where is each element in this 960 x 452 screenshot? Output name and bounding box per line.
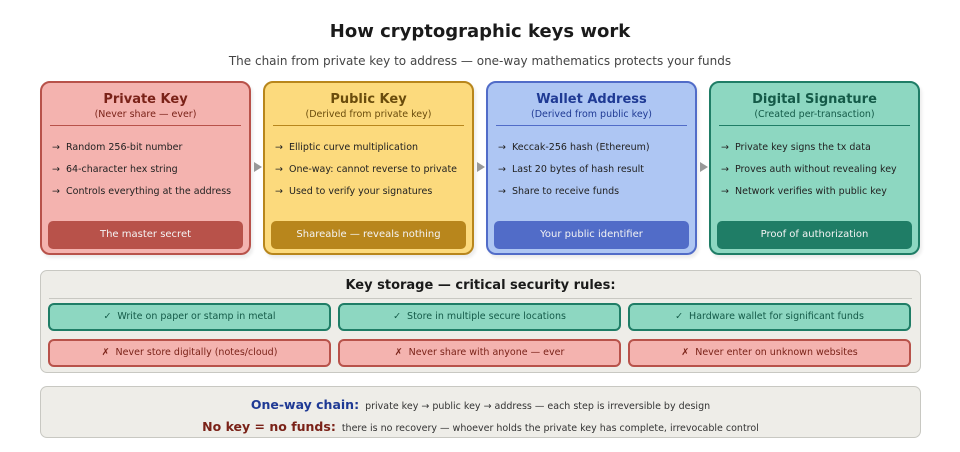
arrow-right-icon: → <box>721 164 729 175</box>
list-item: →Random 256-bit number <box>52 137 245 159</box>
note-text: private key → public key → address — eac… <box>365 401 711 412</box>
no-key-no-funds-note: No key = no funds: there is no recovery —… <box>41 416 920 435</box>
card-title: Wallet Address <box>536 92 647 107</box>
cross-icon: ✗ <box>394 347 403 358</box>
do-rule: ✓Write on paper or stamp in metal <box>48 303 331 331</box>
flow-arrow-icon <box>254 162 262 172</box>
card-title: Digital Signature <box>752 92 877 107</box>
card-subtitle: (Never share — ever) <box>94 109 197 120</box>
arrow-right-icon: → <box>721 186 729 197</box>
list-item: →One-way: cannot reverse to private <box>275 159 468 181</box>
card-items: →Random 256-bit number →64-character hex… <box>52 137 245 203</box>
digital-signature-card: Digital Signature (Created per-transacti… <box>709 81 920 255</box>
note-label: No key = no funds: <box>202 419 336 434</box>
cross-icon: ✗ <box>681 347 690 358</box>
dont-rule: ✗Never store digitally (notes/cloud) <box>48 339 331 367</box>
arrow-right-icon: → <box>52 164 60 175</box>
dont-rule: ✗Never enter on unknown websites <box>628 339 911 367</box>
arrow-right-icon: → <box>721 142 729 153</box>
cross-icon: ✗ <box>101 347 110 358</box>
arrow-right-icon: → <box>275 142 283 153</box>
check-icon: ✓ <box>103 311 112 322</box>
do-rule: ✓Store in multiple secure locations <box>338 303 621 331</box>
page-title: How cryptographic keys work <box>329 21 631 42</box>
list-item: →Controls everything at the address <box>52 181 245 203</box>
arrow-right-icon: → <box>498 164 506 175</box>
card-footer-badge: The master secret <box>48 221 243 249</box>
wallet-address-card: Wallet Address (Derived from public key)… <box>486 81 697 255</box>
flow-arrow-icon <box>477 162 485 172</box>
flow-arrow-icon <box>700 162 708 172</box>
card-items: →Private key signs the tx data →Proves a… <box>721 137 914 203</box>
list-item: →Elliptic curve multiplication <box>275 137 468 159</box>
card-subtitle: (Derived from public key) <box>531 109 652 120</box>
list-item: →64-character hex string <box>52 159 245 181</box>
list-item: →Used to verify your signatures <box>275 181 468 203</box>
card-footer-badge: Your public identifier <box>494 221 689 249</box>
dont-rule: ✗Never share with anyone — ever <box>338 339 621 367</box>
arrow-right-icon: → <box>275 164 283 175</box>
page-subtitle: The chain from private key to address — … <box>228 54 732 68</box>
key-storage-panel: Key storage — critical security rules: ✓… <box>40 270 921 373</box>
arrow-right-icon: → <box>275 186 283 197</box>
divider <box>49 298 912 299</box>
card-title: Public Key <box>330 92 407 107</box>
card-footer-badge: Proof of authorization <box>717 221 912 249</box>
divider <box>719 125 910 126</box>
divider <box>496 125 687 126</box>
arrow-right-icon: → <box>52 142 60 153</box>
storage-title: Key storage — critical security rules: <box>345 278 616 293</box>
private-key-card: Private Key (Never share — ever) →Random… <box>40 81 251 255</box>
card-subtitle: (Created per-transaction) <box>754 109 875 120</box>
do-rule: ✓Hardware wallet for significant funds <box>628 303 911 331</box>
check-icon: ✓ <box>393 311 402 322</box>
arrow-right-icon: → <box>52 186 60 197</box>
card-title: Private Key <box>103 92 188 107</box>
list-item: →Keccak-256 hash (Ethereum) <box>498 137 691 159</box>
public-key-card: Public Key (Derived from private key) →E… <box>263 81 474 255</box>
one-way-chain-note: One-way chain: private key → public key →… <box>41 394 920 413</box>
list-item: →Private key signs the tx data <box>721 137 914 159</box>
list-item: →Last 20 bytes of hash result <box>498 159 691 181</box>
arrow-right-icon: → <box>498 186 506 197</box>
list-item: →Proves auth without revealing key <box>721 159 914 181</box>
note-label: One-way chain: <box>250 397 360 412</box>
summary-panel: One-way chain: private key → public key →… <box>40 386 921 438</box>
list-item: →Network verifies with public key <box>721 181 914 203</box>
card-subtitle: (Derived from private key) <box>305 109 432 120</box>
divider <box>50 125 241 126</box>
list-item: →Share to receive funds <box>498 181 691 203</box>
divider <box>273 125 464 126</box>
card-items: →Elliptic curve multiplication →One-way:… <box>275 137 468 203</box>
card-items: →Keccak-256 hash (Ethereum) →Last 20 byt… <box>498 137 691 203</box>
check-icon: ✓ <box>675 311 684 322</box>
card-footer-badge: Shareable — reveals nothing <box>271 221 466 249</box>
note-text: there is no recovery — whoever holds the… <box>341 423 759 434</box>
arrow-right-icon: → <box>498 142 506 153</box>
